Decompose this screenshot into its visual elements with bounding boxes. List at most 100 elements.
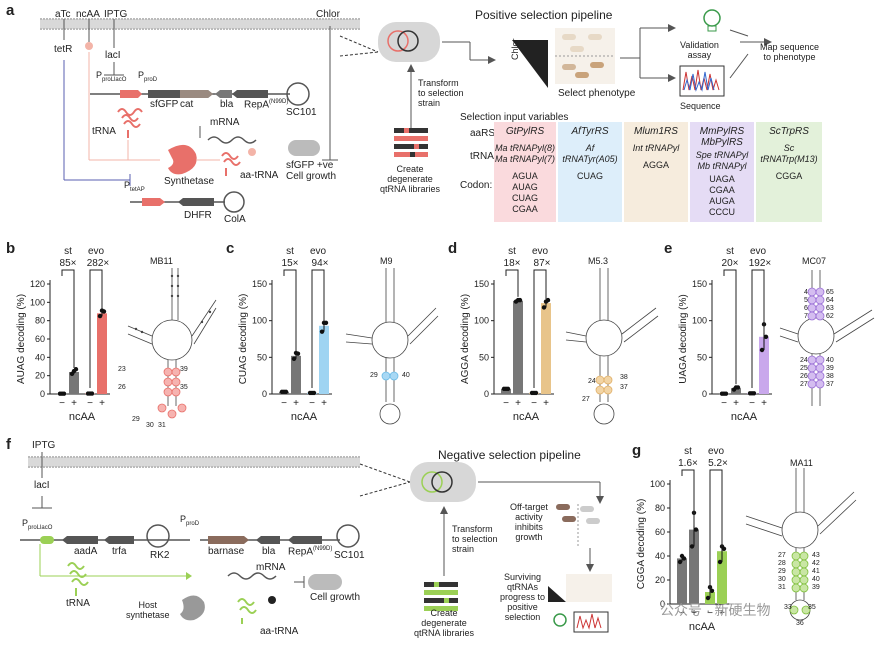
select-phenotype-label: Select phenotype (558, 88, 636, 99)
trna-label: tRNA (92, 126, 116, 137)
panel-a-schematic (40, 9, 772, 213)
aa-trna-icon (221, 152, 241, 176)
x-tick-label: − (503, 398, 509, 409)
x-tick-label: + (733, 398, 739, 409)
tetr-label: tetR (54, 44, 73, 55)
bracket-evo (311, 269, 325, 388)
synthetase-icon (168, 144, 197, 175)
selection-card-4: MmPylRS MbPylRS Spe tRNAPyl Mb tRNAPyl U… (690, 122, 754, 222)
repa-gene (232, 90, 268, 98)
ma11-n43: 43 (812, 552, 820, 559)
bar (689, 529, 699, 604)
m53-n38: 38 (620, 374, 628, 381)
data-point (323, 320, 329, 326)
y-axis-label: AUAG decoding (%) (16, 294, 27, 384)
bracket-st (61, 269, 75, 368)
barnase-gene (208, 536, 249, 544)
lightbulb-icon (703, 9, 721, 27)
cell-growth-label-f: Cell growth (310, 592, 361, 603)
ma11-n41: 41 (812, 568, 820, 575)
ma11-n35: 35 (808, 604, 816, 611)
trna-icon-f (67, 562, 89, 596)
evo-label: evo (310, 246, 327, 257)
mb11-n23: 23 (118, 366, 126, 373)
mb11-n39: 39 (180, 366, 188, 373)
y-tick-label: 80 (35, 316, 45, 326)
data-point (689, 544, 695, 549)
row-codon-label: Codon: (460, 180, 493, 191)
y-axis-label: UAGA decoding (%) (678, 294, 689, 384)
bracket-st (283, 269, 297, 352)
x-axis-label: ncAA (69, 411, 96, 423)
promoter-prod-label-f: PproD (180, 514, 200, 527)
x-axis-label: ncAA (291, 411, 318, 423)
structure-m9 (345, 268, 439, 425)
data-point (677, 559, 683, 565)
sfgfp-ve-label: sfGFP +ve (286, 160, 334, 171)
bracket-st (505, 269, 519, 297)
data-point (89, 391, 95, 396)
bracket-evo (89, 269, 103, 388)
aa-trna-label-f: aa-tRNA (260, 626, 299, 637)
structure-mb11 (127, 268, 217, 419)
promoter-prolaco-label: PproLlacO (96, 70, 127, 83)
fold-evo: 282× (87, 258, 110, 269)
x-tick-label: − (281, 398, 287, 409)
ma11-n39: 39 (812, 584, 820, 591)
trfa-gene (104, 536, 134, 544)
chlor-gradient-label: Chlor (510, 38, 520, 60)
x-tick-label: + (293, 398, 299, 409)
host-synthetase-icon (180, 595, 205, 621)
transform-label: Transform to selection strain (418, 78, 464, 108)
data-point (545, 297, 551, 303)
y-tick-label: 0 (702, 389, 707, 399)
map-label: Map sequence to phenotype (760, 42, 820, 62)
bar (501, 388, 511, 394)
panel-f-schematic (20, 452, 612, 633)
x-tick-label: + (761, 398, 767, 409)
x-tick-label: + (515, 398, 521, 409)
selection-card-2: AfTyrRS Af tRNATyr(A05) CUAG (558, 122, 622, 222)
y-tick-label: 100 (252, 316, 267, 326)
mc07-n27: 27 (800, 381, 808, 388)
aada-label: aadA (74, 546, 98, 557)
y-tick-label: 60 (35, 334, 45, 344)
mc07-n65: 65 (826, 289, 834, 296)
ncaa-molecule (85, 42, 93, 50)
iptg-label: IPTG (104, 9, 128, 20)
promoter-prolaco-label-f: PproLlacO (22, 518, 53, 531)
structure-ma11-label: MA11 (790, 458, 813, 468)
mc07-n26: 26 (800, 373, 808, 380)
transform-label-f: Transform to selection strain (452, 524, 498, 554)
dhfr-label: DHFR (184, 210, 212, 221)
sc101-plasmid (286, 82, 310, 106)
cola-plasmid (223, 191, 245, 213)
y-tick-label: 60 (655, 527, 665, 537)
data-point (693, 527, 699, 532)
x-tick-label: − (721, 398, 727, 409)
x-tick-label: − (749, 398, 755, 409)
bar (291, 355, 301, 394)
data-point (751, 391, 757, 396)
data-point (505, 386, 511, 392)
data-point (101, 309, 107, 314)
x-axis-label: ncAA (731, 411, 758, 423)
data-point (735, 385, 741, 390)
y-tick-label: 0 (262, 389, 267, 399)
validation-label: Validation assay (680, 40, 719, 60)
fold-evo: 5.2× (708, 458, 728, 469)
m9-n29: 29 (370, 372, 378, 379)
chlor-label: Chlor (316, 9, 340, 20)
panel-c-label: c (226, 240, 235, 257)
cat-label: cat (180, 99, 194, 110)
trna-gene (120, 90, 142, 98)
bar (717, 551, 727, 604)
st-label: st (64, 246, 72, 257)
create-library-label: Create degenerate qtRNA libraries (379, 164, 441, 194)
promoter-tetap-label: PtetAP (124, 180, 145, 193)
st-label: st (684, 446, 692, 457)
x-tick-label: + (321, 398, 327, 409)
evo-label: evo (88, 246, 105, 257)
ma11-n29: 29 (778, 568, 786, 575)
x-axis-label: ncAA (513, 411, 540, 423)
